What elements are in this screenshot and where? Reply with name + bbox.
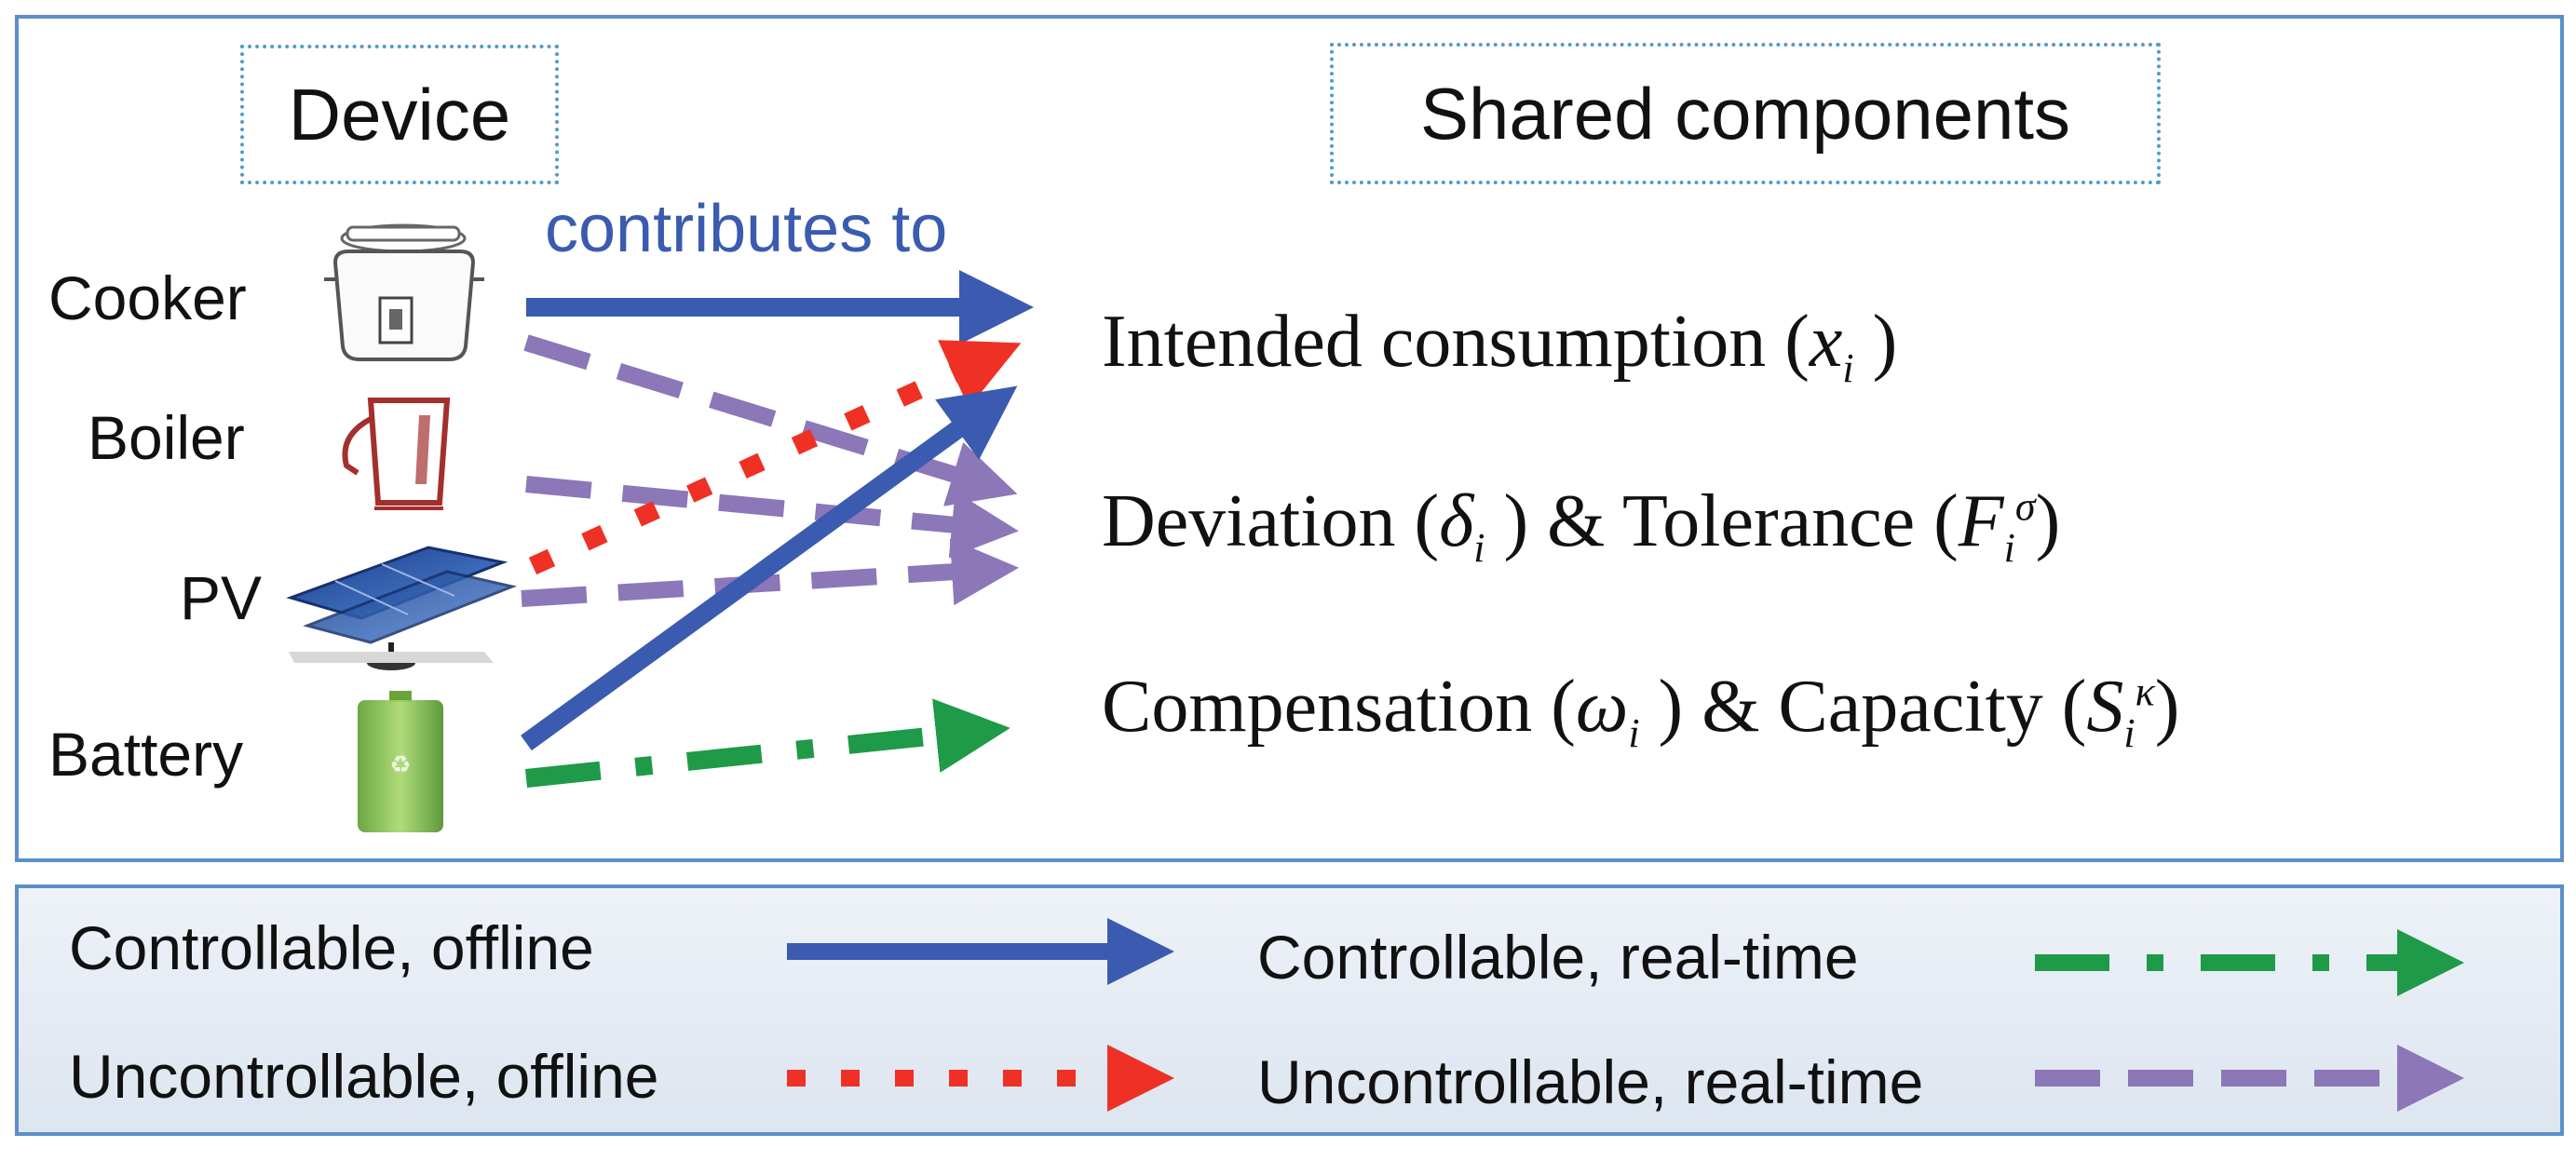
component-0-symbol: x [1809,301,1843,383]
component-intended-consumption: Intended consumption (xi ) [1102,300,1897,392]
component-1-symbol: δ [1439,480,1474,562]
component-2-subscript2: i [2123,710,2135,756]
component-2-text: Compensation ( [1102,666,1576,748]
component-0-text: Intended consumption ( [1102,301,1810,383]
component-compensation-capacity: Compensation (ωi ) & Capacity (Siκ) [1102,665,2179,757]
svg-text:♻: ♻ [389,751,411,779]
shared-components-header: Shared components [1330,43,2161,184]
device-header-text: Device [288,73,511,155]
component-2-close: ) & Capacity ( [1639,666,2087,748]
component-0-subscript: i [1842,345,1854,391]
component-2-subscript: i [1628,710,1640,756]
shared-components-header-text: Shared components [1419,72,2071,155]
component-deviation-tolerance: Deviation (δi ) & Tolerance (Fiσ) [1102,479,2060,572]
cooker-icon [324,223,484,361]
component-1-superscript2: σ [2014,483,2036,530]
boiler-icon [342,398,451,510]
battery-icon: ♻ [358,691,443,832]
legend-label-controllable-realtime: Controllable, real-time [1257,923,1859,992]
legend-label-controllable-offline: Controllable, offline [69,913,594,982]
component-1-symbol2: F [1958,480,2004,562]
device-label-battery: Battery [48,720,244,789]
component-1-text: Deviation ( [1102,480,1440,562]
legend-label-uncontrollable-realtime: Uncontrollable, real-time [1257,1047,1924,1116]
component-2-symbol2: S [2086,666,2124,748]
component-1-close: ) & Tolerance ( [1485,480,1959,562]
legend-panel [15,884,2564,1136]
component-0-close: ) [1853,301,1898,383]
arrow-battery-intended [521,385,1018,751]
device-label-cooker: Cooker [48,263,247,332]
component-1-subscript: i [1473,525,1485,571]
component-2-symbol: ω [1575,666,1629,748]
pv-panel-icon [286,546,518,670]
arrow-pv-intended [528,340,1022,575]
component-2-superscript2: κ [2135,668,2155,715]
device-label-pv: PV [180,563,263,632]
legend-label-uncontrollable-offline: Uncontrollable, offline [69,1042,659,1111]
contributes-to-label: contributes to [545,192,948,266]
arrow-boiler-deviation [525,476,1019,559]
component-1-close2: ) [2035,480,2061,562]
device-header: Device [240,45,559,184]
arrow-battery-compensation [524,698,1010,788]
component-1-subscript2: i [2003,525,2015,571]
component-2-close2: ) [2154,666,2180,748]
device-label-boiler: Boiler [88,403,245,472]
